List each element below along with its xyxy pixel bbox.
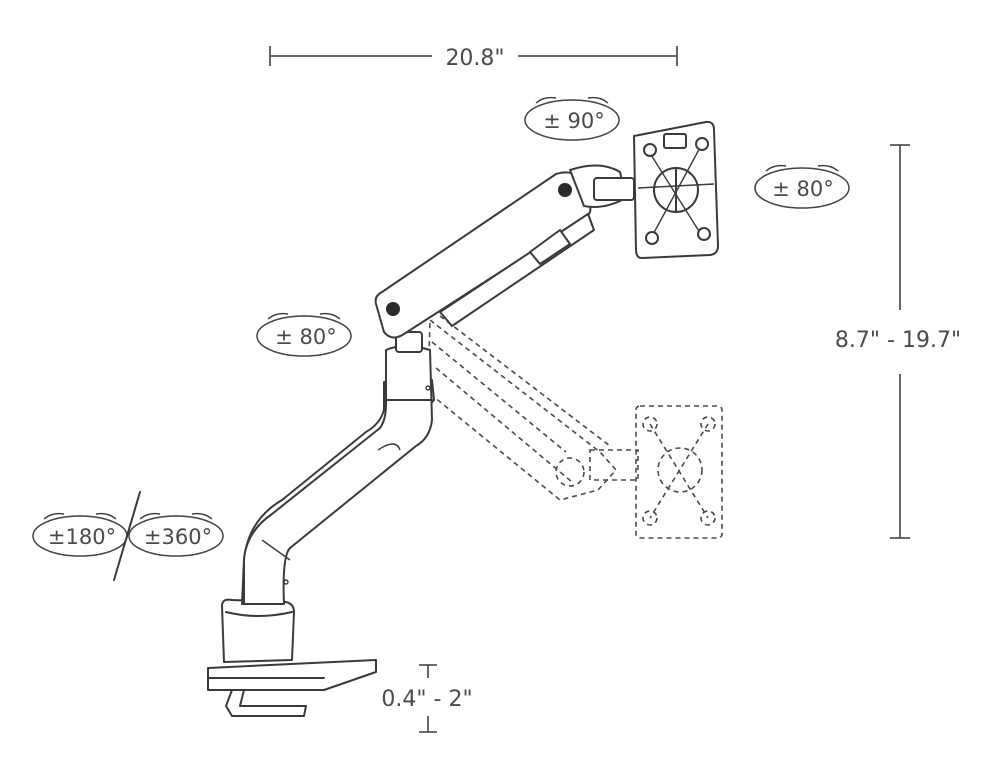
rotation-badge-base-swivel: ±180° ±360° [32, 491, 224, 581]
elbow-joint [395, 331, 423, 353]
pivot-screw-icon [386, 302, 400, 316]
clamp-dimension: 0.4" - 2" [381, 664, 473, 733]
reach-dimension: 20.8" [269, 46, 678, 71]
base-post [221, 598, 295, 663]
desk-clamp [207, 659, 377, 717]
clamp-label: 0.4" - 2" [381, 687, 472, 712]
pivot-screw-icon [558, 183, 572, 197]
rotation-label: ±360° [144, 525, 212, 549]
rotation-badge-monitor-rotate: ± 90° [524, 96, 620, 141]
rotation-label: ± 90° [543, 109, 605, 133]
rotation-label: ± 80° [275, 325, 337, 349]
rotation-badge-elbow-swivel: ± 80° [256, 312, 352, 357]
reach-label: 20.8" [445, 46, 504, 71]
rotation-badge-monitor-tilt: ± 80° [754, 164, 850, 209]
lower-arm [241, 345, 435, 605]
rotation-label: ± 80° [772, 177, 834, 201]
upper-arm [374, 164, 635, 339]
height-label: 8.7" - 19.7" [835, 328, 961, 353]
lowered-position-ghost [427, 315, 723, 539]
height-dimension: 8.7" - 19.7" [835, 144, 961, 539]
vesa-mount-plate [633, 120, 719, 259]
rotation-label: ±180° [48, 525, 116, 549]
divider-slash [113, 491, 141, 581]
